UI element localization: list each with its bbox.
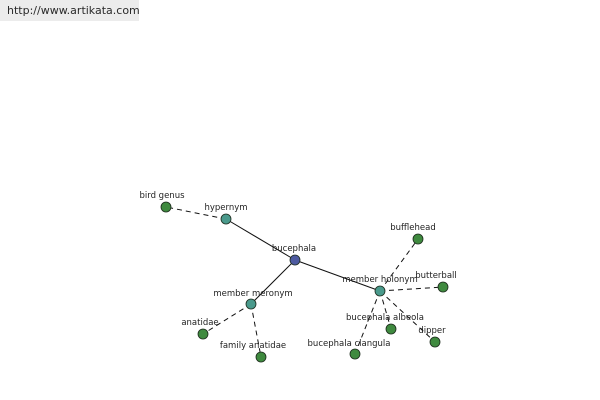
node-bucephala-clangula[interactable]: bucephala clangula xyxy=(308,339,391,360)
nodes-layer: bucephala hypernym bird genus member merony… xyxy=(139,191,457,363)
node-label-bird-genus: bird genus xyxy=(139,191,185,201)
node-dot-member-holonym[interactable] xyxy=(374,285,386,297)
node-label-member-meronym: member meronym xyxy=(213,289,292,299)
node-label-bucephala: bucephala xyxy=(272,244,316,254)
node-dot-bufflehead[interactable] xyxy=(412,233,424,245)
node-label-member-holonym: member holonym xyxy=(342,275,417,285)
node-dipper[interactable]: dipper xyxy=(418,326,446,348)
node-label-bucephala-albeola: bucephala albeola xyxy=(346,313,424,323)
edge-hypernym-to-bird-genus xyxy=(165,206,227,220)
node-member-holonym[interactable]: member holonym xyxy=(342,275,418,297)
edge-member-holonym-to-dipper xyxy=(379,290,436,343)
edge-bucephala-to-member-meronym xyxy=(250,259,296,305)
edges-layer xyxy=(165,206,444,358)
node-label-bufflehead: bufflehead xyxy=(390,223,435,233)
edge-member-holonym-to-butterball xyxy=(379,286,444,292)
node-member-meronym[interactable]: member meronym xyxy=(213,289,293,310)
edge-member-holonym-to-bucephala-albeola xyxy=(379,290,392,330)
node-bucephala-albeola[interactable]: bucephala albeola xyxy=(346,313,424,335)
node-dot-bird-genus[interactable] xyxy=(160,201,172,213)
node-anatidae[interactable]: anatidae xyxy=(181,318,219,340)
source-url[interactable]: http://www.artikata.com xyxy=(0,0,140,21)
node-bucephala[interactable]: bucephala xyxy=(272,244,316,266)
edge-member-holonym-to-bucephala-clangula xyxy=(354,290,381,355)
node-dot-bucephala-clangula[interactable] xyxy=(349,348,361,360)
node-bird-genus[interactable]: bird genus xyxy=(139,191,185,213)
edge-member-holonym-to-bufflehead xyxy=(379,238,419,292)
edge-member-meronym-to-anatidae xyxy=(202,303,252,335)
node-dot-bucephala[interactable] xyxy=(289,254,301,266)
node-dot-member-meronym[interactable] xyxy=(245,298,257,310)
node-label-family-anatidae: family anatidae xyxy=(220,341,286,351)
node-dot-dipper[interactable] xyxy=(429,336,441,348)
edge-bucephala-to-hypernym xyxy=(225,218,296,261)
node-label-butterball: butterball xyxy=(415,271,457,281)
node-dot-family-anatidae[interactable] xyxy=(255,351,267,363)
node-family-anatidae[interactable]: family anatidae xyxy=(220,341,286,363)
node-dot-bucephala-albeola[interactable] xyxy=(385,323,397,335)
node-dot-anatidae[interactable] xyxy=(197,328,209,340)
node-label-bucephala-clangula: bucephala clangula xyxy=(308,339,391,349)
node-dot-butterball[interactable] xyxy=(437,281,449,293)
edge-bucephala-to-member-holonym xyxy=(294,259,381,292)
node-dot-hypernym[interactable] xyxy=(220,213,232,225)
node-hypernym[interactable]: hypernym xyxy=(204,203,248,225)
node-label-hypernym: hypernym xyxy=(204,203,247,213)
node-label-anatidae: anatidae xyxy=(181,318,218,328)
node-butterball[interactable]: butterball xyxy=(415,271,457,293)
node-bufflehead[interactable]: bufflehead xyxy=(390,223,436,245)
node-label-dipper: dipper xyxy=(418,326,446,336)
